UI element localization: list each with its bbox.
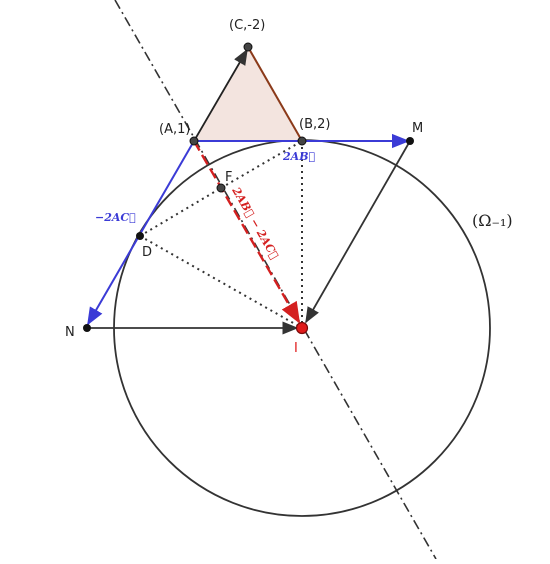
vector-difference	[192, 140, 301, 324]
vector-m-i	[305, 140, 411, 324]
dotted-d-i	[139, 235, 303, 329]
label-vector-minus-2ac: −2AC⃗	[95, 211, 136, 224]
dotted-d-f	[139, 187, 222, 237]
label-i: I	[294, 341, 298, 356]
label-d: D	[142, 245, 152, 260]
label-m: M	[412, 121, 423, 136]
label-circle-omega: (Ω₋₁)	[472, 211, 513, 230]
point-f[interactable]	[216, 183, 226, 193]
label-n: N	[65, 325, 75, 340]
label-c: (C,-2)	[229, 18, 265, 33]
label-a: (A,1)	[159, 122, 190, 137]
label-vector-difference: 2AB⃗ − 2AC⃗	[229, 184, 281, 261]
point-b[interactable]	[297, 136, 307, 146]
point-m[interactable]	[406, 137, 414, 145]
vector-ac	[193, 48, 248, 142]
point-a[interactable]	[189, 136, 199, 146]
dotted-f-b	[220, 140, 303, 189]
point-c[interactable]	[243, 42, 253, 52]
triangle-abc	[194, 47, 302, 141]
label-f: F	[225, 170, 232, 185]
label-vector-2ab: 2AB⃗	[282, 150, 315, 163]
label-b: (B,2)	[299, 117, 330, 132]
point-n[interactable]	[83, 324, 91, 332]
point-d[interactable]	[136, 232, 144, 240]
point-i[interactable]	[295, 321, 309, 335]
edge-cb	[247, 46, 303, 142]
